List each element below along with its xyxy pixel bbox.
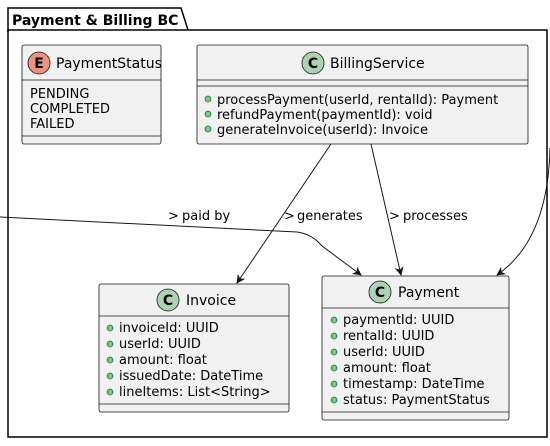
enum-value: COMPLETED (30, 102, 110, 117)
public-visibility-icon (106, 388, 114, 396)
class-badge-icon (368, 280, 392, 304)
public-visibility-icon (330, 316, 338, 324)
paid-by-connector (0, 216, 362, 276)
class-badge-letter: C (375, 285, 385, 301)
package-frame: Payment & Billing BC (7, 7, 548, 438)
generates-label: generates (297, 209, 363, 224)
class-badge-letter: C (163, 293, 173, 309)
method: refundPayment(paymentId): void (217, 108, 432, 123)
attribute: paymentId: UUID (343, 313, 454, 328)
attribute: status: PaymentStatus (343, 393, 490, 408)
public-visibility-icon (204, 110, 212, 118)
enum-value: FAILED (30, 117, 74, 132)
public-visibility-icon (330, 396, 338, 404)
payment-class: C Payment paymentId: UUID rentalId: UUID… (321, 275, 510, 421)
method: generateInvoice(userId): Invoice (217, 123, 428, 138)
billing-service-title: BillingService (330, 56, 425, 72)
public-visibility-icon (106, 356, 114, 364)
payment-status-enum: E PaymentStatus PENDING COMPLETED FAILED (21, 44, 162, 145)
public-visibility-icon (204, 95, 212, 103)
paid-by-direction-marker: > (168, 209, 179, 224)
enum-value: PENDING (30, 87, 89, 102)
relation-paid-by: > paid by (0, 209, 362, 276)
public-visibility-icon (330, 332, 338, 340)
enum-badge-letter: E (34, 56, 44, 72)
generates-connector (236, 143, 332, 284)
public-visibility-icon (204, 125, 212, 133)
public-visibility-icon (106, 340, 114, 348)
method: processPayment(userId, rentalId): Paymen… (217, 93, 498, 108)
package-title: Payment & Billing BC (12, 13, 178, 29)
payment-title: Payment (398, 285, 460, 301)
relation-generates: > generates (236, 143, 363, 284)
attribute: timestamp: DateTime (343, 377, 485, 392)
attribute: amount: float (343, 361, 431, 376)
attribute: userId: UUID (343, 345, 425, 360)
attribute: rentalId: UUID (343, 329, 434, 344)
attribute: amount: float (119, 353, 207, 368)
public-visibility-icon (330, 380, 338, 388)
billing-service-class: C BillingService processPayment(userId, … (196, 44, 529, 145)
public-visibility-icon (106, 324, 114, 332)
public-visibility-icon (106, 372, 114, 380)
processes-label: processes (403, 209, 468, 224)
invoice-title: Invoice (186, 293, 236, 309)
generates-direction-marker: > (284, 209, 295, 224)
invoice-class: C Invoice invoiceId: UUID userId: UUID a… (98, 283, 290, 413)
paid-by-label: paid by (182, 209, 230, 224)
attribute: lineItems: List<String> (119, 385, 271, 400)
enum-badge-icon (27, 51, 51, 75)
processes-connector (370, 143, 404, 276)
public-visibility-icon (330, 348, 338, 356)
attribute: issuedDate: DateTime (119, 369, 263, 384)
external-connector (496, 147, 550, 276)
relation-external (496, 147, 550, 276)
class-badge-icon (301, 51, 325, 75)
processes-direction-marker: > (389, 209, 400, 224)
public-visibility-icon (330, 364, 338, 372)
attribute: userId: UUID (119, 337, 201, 352)
class-badge-icon (156, 288, 180, 312)
class-badge-letter: C (308, 56, 318, 72)
payment-status-title: PaymentStatus (56, 56, 162, 72)
attribute: invoiceId: UUID (119, 321, 219, 336)
relation-processes: > processes (370, 143, 468, 276)
